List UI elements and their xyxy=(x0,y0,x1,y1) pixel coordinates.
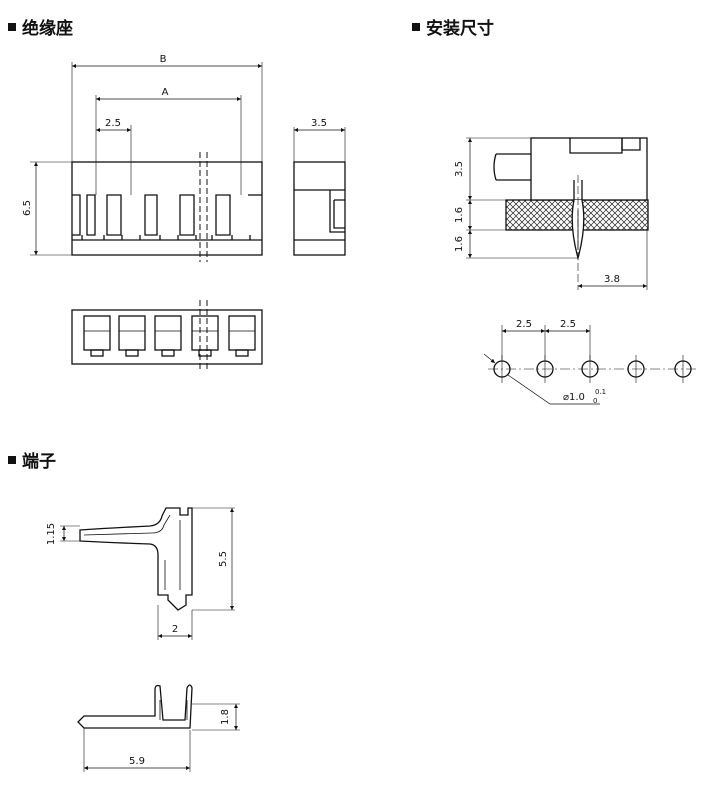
bullet-square-icon xyxy=(8,455,16,464)
housing-bottom-view xyxy=(71,300,263,372)
section-title-terminal: 端子 xyxy=(8,447,56,472)
dim-mount-board: 1.6 xyxy=(454,207,465,223)
dim-hole-tol-upper: 0.1 xyxy=(595,388,606,396)
dim-hole-pitch-2: 2.5 xyxy=(560,319,576,330)
mounting-title-text: 安装尺寸 xyxy=(426,19,494,39)
dim-hole-tol-lower: 0 xyxy=(593,397,597,405)
dim-housing-A: A xyxy=(162,87,169,98)
section-title-housing: 绝缘座 xyxy=(8,14,73,39)
dim-mount-height: 3.5 xyxy=(454,161,465,177)
dim-terminal-height: 5.5 xyxy=(218,551,229,567)
section-title-mounting: 安装尺寸 xyxy=(412,14,494,39)
terminal-side-view xyxy=(60,507,235,640)
dim-housing-side-width: 3.5 xyxy=(311,118,327,129)
dim-mount-pin: 1.6 xyxy=(454,236,465,252)
housing-front-view xyxy=(30,62,263,262)
dim-terminal-base: 2 xyxy=(172,624,178,635)
dim-housing-height: 6.5 xyxy=(22,200,33,216)
bullet-square-icon xyxy=(412,22,420,31)
dim-hole-pitch-1: 2.5 xyxy=(516,319,532,330)
hole-pattern xyxy=(488,325,698,405)
dim-terminal-side-height: 1.8 xyxy=(220,709,231,725)
terminal-title-text: 端子 xyxy=(22,452,56,472)
terminal-top-view xyxy=(77,684,240,772)
housing-side-view xyxy=(293,127,346,256)
housing-title-text: 绝缘座 xyxy=(22,19,73,39)
dim-terminal-length: 5.9 xyxy=(129,756,145,767)
dim-hole-diameter: ⌀1.0 xyxy=(563,392,585,403)
dim-terminal-tab: 1.15 xyxy=(46,523,57,545)
bullet-square-icon xyxy=(8,22,16,31)
dim-mount-offset: 3.8 xyxy=(604,274,620,285)
dim-housing-pitch: 2.5 xyxy=(105,118,121,129)
mounting-view xyxy=(466,137,649,290)
dim-housing-B: B xyxy=(160,54,167,65)
